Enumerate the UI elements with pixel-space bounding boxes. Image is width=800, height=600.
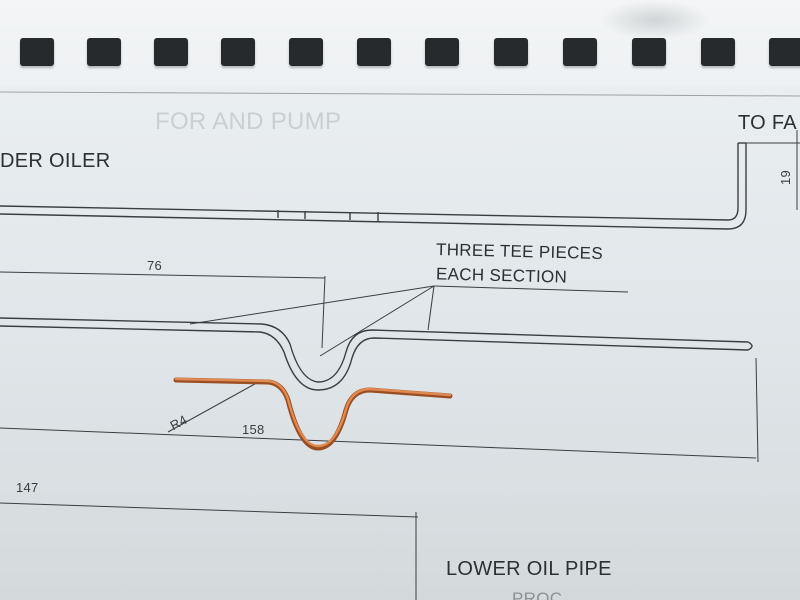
middle-pipe-outline (0, 317, 753, 391)
to-label: TO FA (738, 112, 797, 134)
tee-note-leaders (189, 285, 629, 357)
dim-76-label: 76 (147, 258, 163, 273)
lower-oil-pipe-label: LOWER OIL PIPE (446, 558, 612, 580)
tee-note-line1: THREE TEE PIECES (435, 239, 604, 264)
paper-top-edge (0, 0, 800, 85)
dim-19-label: 19 (778, 169, 794, 186)
upper-pipe-outline (0, 142, 747, 230)
dim-158-lines (0, 357, 759, 463)
dark-smudge (600, 0, 710, 40)
heading-partial: DER OILER (0, 150, 111, 172)
copper-wire-sample (173, 377, 453, 451)
dim-19-lines (746, 130, 800, 210)
tee-note-line2: EACH SECTION (435, 264, 568, 287)
dim-147-label: 147 (16, 480, 39, 495)
dim-76-lines (0, 271, 326, 349)
dim-147-lines (0, 502, 419, 600)
dim-158-label: 158 (242, 422, 265, 437)
bottom-partial-label: PROC... (512, 589, 578, 600)
heading-faded: FOR AND PUMP (155, 108, 342, 135)
spiral-binding-holes (0, 38, 800, 70)
